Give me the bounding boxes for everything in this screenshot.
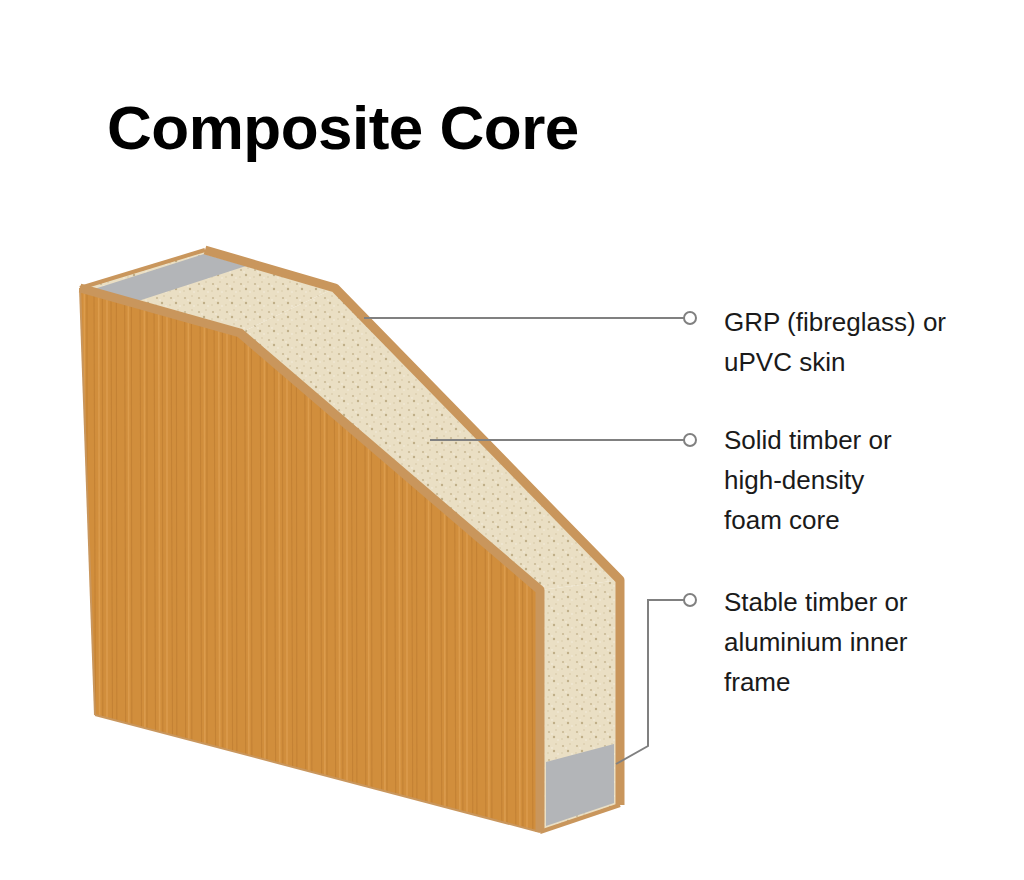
side-cut <box>540 580 620 832</box>
title: Composite Core <box>107 92 579 163</box>
inner-frame-bottom <box>546 744 614 826</box>
top-left-edge <box>80 250 205 288</box>
leader-dot <box>684 434 696 446</box>
front-face-bottom-edge <box>95 715 540 832</box>
callout-label: Solid timber or high-density foam core <box>724 420 919 540</box>
leader-line <box>430 439 684 441</box>
bottom-right-edge <box>540 805 620 832</box>
leader-lines <box>364 312 696 764</box>
leader-dot <box>684 312 696 324</box>
leader-line <box>364 317 684 319</box>
front-skin-edge <box>80 288 540 832</box>
leader-line <box>616 600 684 764</box>
callout-label: GRP (fibreglass) or uPVC skin <box>724 302 964 382</box>
front-face-left-edge <box>80 288 95 715</box>
back-skin-edge <box>205 250 620 805</box>
callout-label: Stable timber or aluminium inner frame <box>724 582 929 702</box>
leader-dot <box>684 594 696 606</box>
